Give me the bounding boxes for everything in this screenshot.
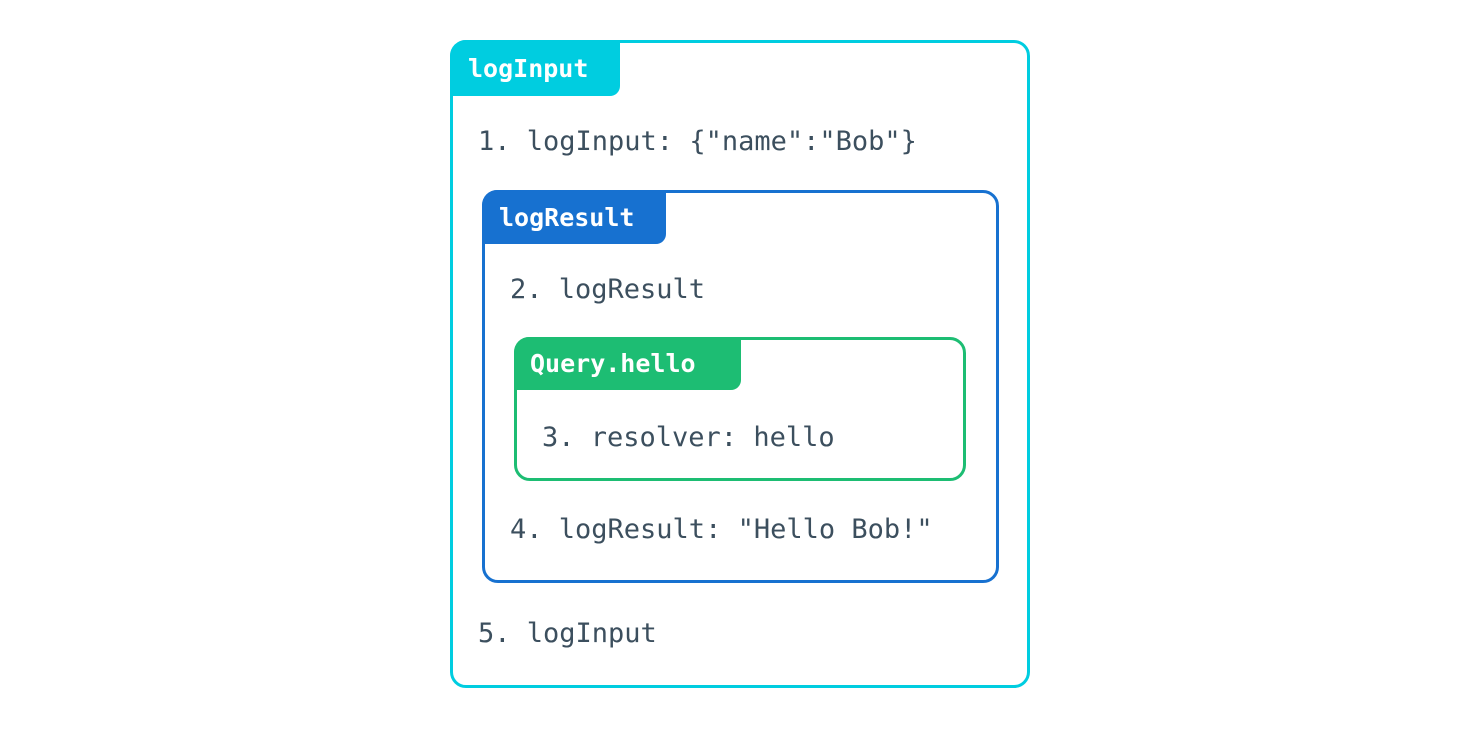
span-tab-query-hello[interactable]: Query.hello xyxy=(514,337,741,390)
log-line-2: 2. logResult xyxy=(510,274,706,305)
log-line-5: 5. logInput xyxy=(478,618,657,649)
span-tab-log-input[interactable]: logInput xyxy=(450,40,620,96)
log-line-1: 1. logInput: {"name":"Bob"} xyxy=(478,126,917,157)
log-line-4: 4. logResult: "Hello Bob!" xyxy=(510,514,933,545)
span-tab-log-result[interactable]: logResult xyxy=(482,190,666,244)
log-line-3: 3. resolver: hello xyxy=(542,422,835,453)
span-box-log-result[interactable] xyxy=(482,190,999,583)
span-box-log-input[interactable] xyxy=(450,40,1030,688)
